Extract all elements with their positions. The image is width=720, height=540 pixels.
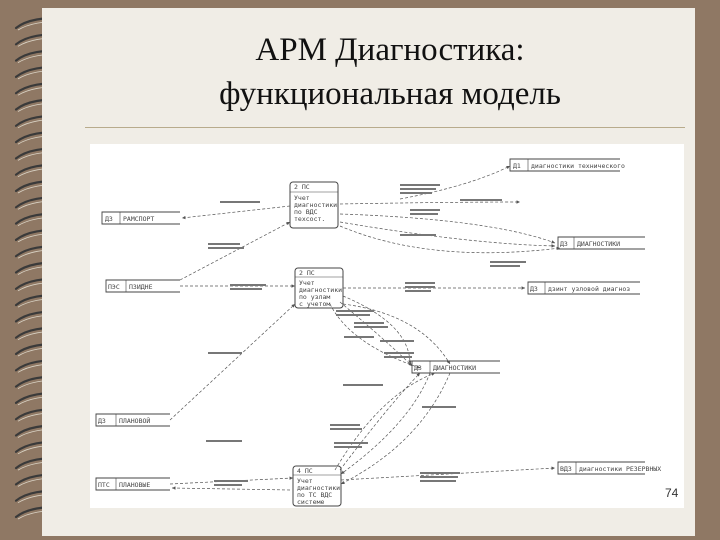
store-name: ДИАГНОСТИКИ — [577, 240, 620, 248]
store-name: диагностики технического — [531, 162, 625, 170]
data-store-9: ВДЗ диагностики РЕЗЕРВНЫХ — [557, 461, 661, 475]
store-name: РАМСПОРТ — [123, 215, 154, 223]
process-label: с учетом — [299, 300, 330, 308]
data-store-1: Д1 диагностики технического — [509, 158, 625, 172]
process-label: по узлам — [299, 293, 330, 301]
store-name: ПЛАНОВЫЕ — [119, 481, 150, 489]
store-name: диагностики РЕЗЕРВНЫХ — [579, 465, 661, 473]
title-line-1: АРМ Диагностика: — [255, 32, 525, 68]
process-box-2: 2 ПС Учет диагностики по узлам с учетом — [294, 267, 344, 309]
process-label: диагностики — [297, 484, 340, 492]
store-name: ПЗИДНЕ — [129, 283, 153, 291]
page-number: 74 — [665, 486, 679, 500]
title-divider — [85, 127, 685, 128]
process-label: по ТС ВДС — [297, 491, 332, 499]
flow-labels — [206, 184, 526, 486]
data-store-8: ПТС ПЛАНОВЫЕ — [95, 477, 170, 491]
process-number: 2 ПС — [299, 269, 315, 277]
process-box-1: 2 ПС Учет диагностики по ВДС техсост. — [289, 181, 339, 229]
process-label: системе — [297, 498, 324, 506]
process-label: диагностики — [299, 286, 342, 294]
slide-title: АРМ Диагностика: функциональная модель — [90, 28, 690, 116]
store-code: Д3 — [560, 240, 568, 248]
data-store-6: Д3 ДИАГНОСТИКИ — [411, 360, 500, 374]
store-code: Д3 — [105, 215, 113, 223]
process-box-3: 4 ПС Учет диагностики по ТС ВДС системе — [292, 465, 342, 507]
store-code: ПЭС — [108, 283, 120, 291]
diagram-canvas: 2 ПС Учет диагностики по ВДС техсост. 2 … — [95, 158, 661, 507]
data-flow-diagram: 2 ПС Учет диагностики по ВДС техсост. 2 … — [90, 144, 684, 508]
store-code: Д3 — [530, 285, 538, 293]
store-code: Д3 — [414, 364, 422, 372]
data-store-7: Д3 ПЛАНОВОЙ — [95, 413, 170, 427]
data-store-2: Д3 РАМСПОРТ — [101, 211, 180, 225]
store-name: дзинт узловой диагноз — [548, 285, 630, 293]
title-line-2: функциональная модель — [219, 76, 561, 112]
data-store-5: Д3 дзинт узловой диагноз — [527, 281, 640, 295]
store-name: ПЛАНОВОЙ — [119, 416, 150, 425]
store-code: ВДЗ — [560, 465, 572, 473]
store-name: ДИАГНОСТИКИ — [433, 364, 476, 372]
process-label: техсост. — [294, 215, 325, 223]
process-label: Учет — [299, 279, 315, 287]
data-store-4: ПЭС ПЗИДНЕ — [105, 279, 180, 293]
process-label: по ВДС — [294, 208, 318, 216]
process-label: Учет — [294, 194, 310, 202]
store-code: Д1 — [513, 162, 521, 170]
store-code: Д3 — [98, 417, 106, 425]
process-label: диагностики — [294, 201, 337, 209]
store-code: ПТС — [98, 481, 110, 489]
process-number: 4 ПС — [297, 467, 313, 475]
process-label: Учет — [297, 477, 313, 485]
process-number: 2 ПС — [294, 183, 310, 191]
data-store-3: Д3 ДИАГНОСТИКИ — [557, 236, 645, 250]
